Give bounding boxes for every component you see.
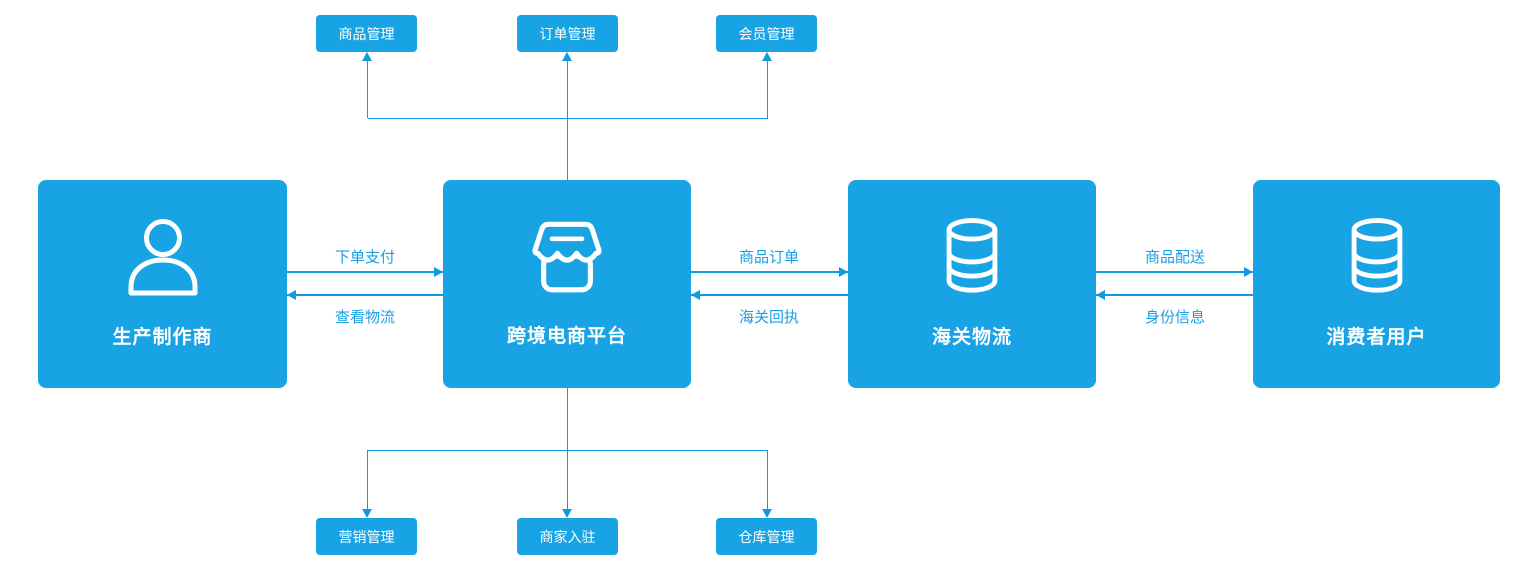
user-icon bbox=[118, 214, 208, 302]
edge-platform-to-producer bbox=[287, 294, 443, 296]
connector-bottom-branch-right bbox=[767, 450, 768, 509]
module-label: 营销管理 bbox=[338, 528, 395, 545]
edge-label-product-delivery: 商品配送 bbox=[1144, 249, 1206, 266]
arrowhead-down bbox=[762, 509, 772, 518]
connector-top-branch-right bbox=[767, 60, 768, 118]
connector-top-branch-center bbox=[567, 60, 568, 180]
edge-customs-to-consumer bbox=[1096, 271, 1253, 273]
arrowhead-right bbox=[839, 267, 848, 277]
connector-bottom-branch-left bbox=[367, 450, 368, 509]
module-merchant-onboarding[interactable]: 商家入驻 bbox=[517, 518, 618, 555]
edge-label-customs-receipt: 海关回执 bbox=[738, 309, 800, 326]
edge-producer-to-platform bbox=[287, 271, 443, 273]
edge-platform-to-customs bbox=[691, 271, 848, 273]
node-producer-label: 生产制作商 bbox=[112, 326, 213, 348]
connector-top-hline bbox=[368, 118, 768, 119]
store-icon bbox=[520, 215, 614, 301]
node-producer[interactable]: 生产制作商 bbox=[38, 180, 287, 388]
module-product-management[interactable]: 商品管理 bbox=[316, 15, 417, 52]
module-label: 商品管理 bbox=[338, 25, 395, 42]
arrowhead-right bbox=[434, 267, 443, 277]
edge-label-order-payment: 下单支付 bbox=[334, 249, 396, 266]
module-label: 订单管理 bbox=[539, 25, 596, 42]
module-order-management[interactable]: 订单管理 bbox=[517, 15, 618, 52]
database-icon bbox=[1340, 214, 1414, 302]
arrowhead-up bbox=[362, 52, 372, 61]
module-label: 商家入驻 bbox=[539, 528, 596, 545]
arrowhead-down bbox=[562, 509, 572, 518]
module-label: 会员管理 bbox=[738, 25, 795, 42]
arrowhead-left bbox=[287, 290, 296, 300]
module-warehouse-management[interactable]: 仓库管理 bbox=[716, 518, 817, 555]
node-platform-label: 跨境电商平台 bbox=[506, 325, 627, 347]
module-member-management[interactable]: 会员管理 bbox=[716, 15, 817, 52]
edge-consumer-to-customs bbox=[1096, 294, 1253, 296]
edge-label-identity-info: 身份信息 bbox=[1144, 309, 1206, 326]
connector-bottom-branch-center bbox=[567, 388, 568, 509]
node-consumer[interactable]: 消费者用户 bbox=[1253, 180, 1500, 388]
edge-label-view-logistics: 查看物流 bbox=[334, 309, 396, 326]
module-marketing-management[interactable]: 营销管理 bbox=[316, 518, 417, 555]
node-platform[interactable]: 跨境电商平台 bbox=[443, 180, 691, 388]
node-consumer-label: 消费者用户 bbox=[1326, 326, 1427, 348]
edge-label-product-order: 商品订单 bbox=[738, 249, 800, 266]
arrowhead-right bbox=[1244, 267, 1253, 277]
module-label: 仓库管理 bbox=[738, 528, 795, 545]
arrowhead-left bbox=[1096, 290, 1105, 300]
edge-customs-to-platform bbox=[691, 294, 848, 296]
connector-bottom-hline bbox=[368, 450, 768, 451]
node-customs-label: 海关物流 bbox=[931, 326, 1012, 348]
arrowhead-down bbox=[362, 509, 372, 518]
database-icon bbox=[935, 214, 1009, 302]
arrowhead-left bbox=[691, 290, 700, 300]
arrowhead-up bbox=[562, 52, 572, 61]
arrowhead-up bbox=[762, 52, 772, 61]
node-customs[interactable]: 海关物流 bbox=[848, 180, 1096, 388]
connector-top-branch-left bbox=[367, 60, 368, 118]
